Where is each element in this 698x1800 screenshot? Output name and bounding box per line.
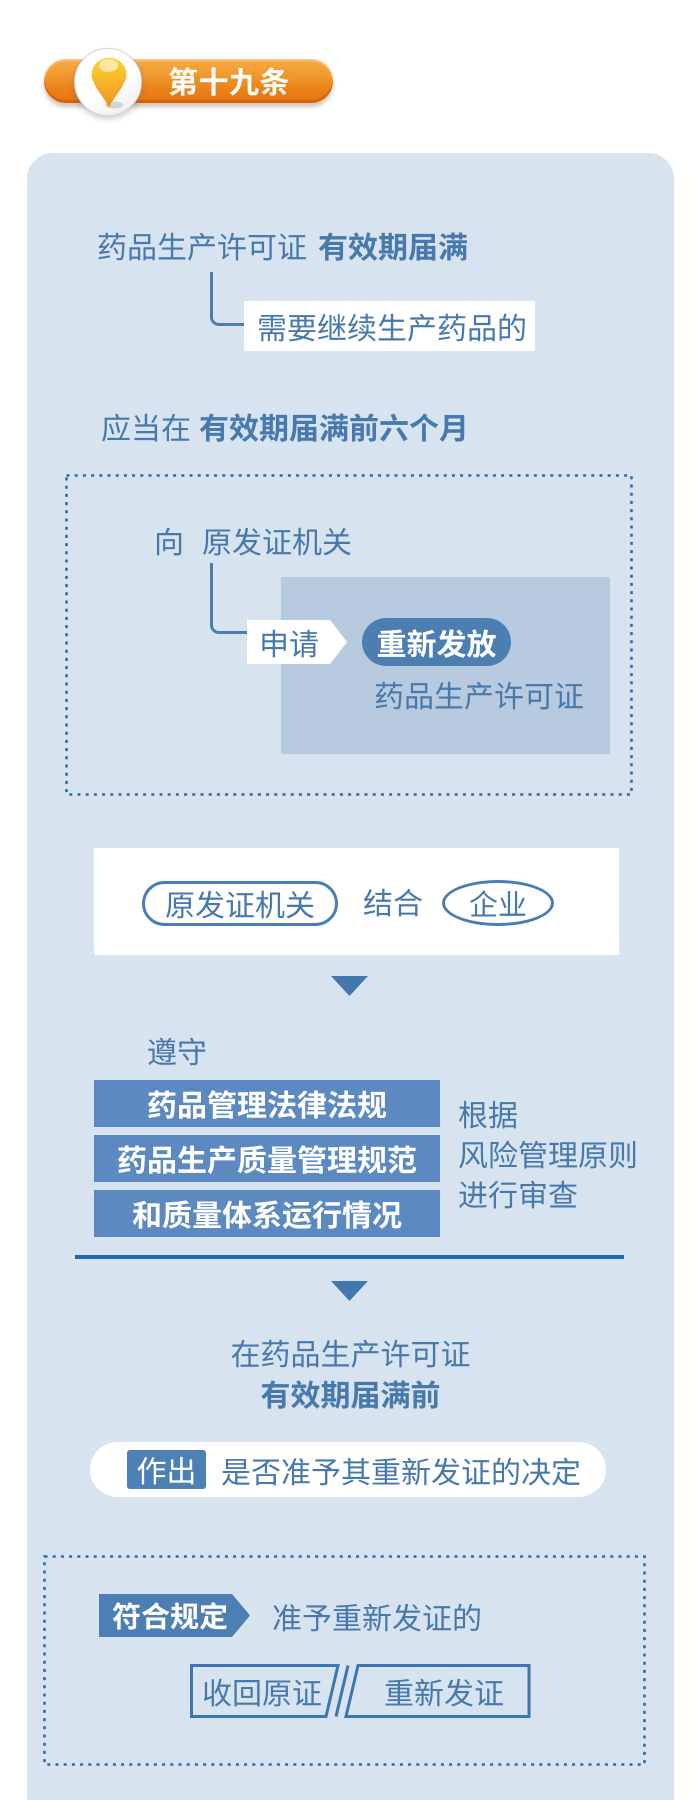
note-line3: 进行审查 — [458, 1171, 578, 1215]
authority-name: 原发证机关 — [202, 518, 352, 562]
down-arrow-icon — [331, 1281, 368, 1301]
to-label: 向 — [154, 518, 184, 562]
step1-subject: 药品生产许可证 — [97, 223, 307, 267]
outcome-dotted-box — [43, 1555, 646, 1766]
connector-elbow — [210, 272, 244, 326]
outcome-boxes — [190, 1664, 531, 1718]
comply-item: 药品管理法律法规 — [94, 1080, 440, 1127]
down-arrow-icon — [331, 976, 368, 996]
action1-box-label: 收回原证 — [202, 1669, 322, 1713]
decision-line1: 在药品生产许可证 — [230, 1330, 471, 1374]
comply-item: 药品生产质量管理规范 — [94, 1135, 440, 1182]
decision-text: 是否准予其重新发证的决定 — [221, 1448, 581, 1492]
article-badge-label: 第十九条 — [168, 58, 290, 102]
action2-box-label: 重新发证 — [384, 1669, 504, 1713]
reissue-object: 药品生产许可证 — [374, 672, 584, 716]
step2-text: 应当在有效期届满前六个月 — [101, 408, 469, 444]
condition-text: 准予重新发证的 — [272, 1594, 482, 1638]
step1-callout: 需要继续生产药品的 — [244, 301, 535, 351]
note-line2: 风险管理原则 — [458, 1131, 638, 1175]
divider-line — [75, 1255, 624, 1259]
decision-line2: 有效期届满前 — [260, 1371, 441, 1415]
enterprise-oval: 企业 — [442, 880, 554, 926]
step1-text: 药品生产许可证有效期届满 — [97, 227, 468, 263]
reissue-pill: 重新发放 — [362, 618, 511, 666]
step2-prefix: 应当在 — [101, 404, 191, 448]
review-note: 根据风险管理原则进行审查 — [458, 1093, 638, 1213]
make-tag: 作出 — [127, 1450, 206, 1489]
connector-elbow — [210, 563, 247, 634]
note-line1: 根据 — [458, 1091, 518, 1135]
step1-subject-bold: 有效期届满 — [318, 223, 468, 267]
step2-deadline: 有效期届满前六个月 — [199, 404, 469, 448]
apply-tag: 申请 — [247, 620, 347, 664]
location-pin-icon — [91, 57, 127, 109]
apply-target-text: 向原发证机关 — [154, 522, 352, 558]
condition-tag: 符合规定 — [99, 1594, 250, 1637]
comply-item: 和质量体系运行情况 — [94, 1190, 440, 1237]
apply-dotted-box — [65, 474, 633, 796]
comply-heading: 遵守 — [147, 1028, 207, 1072]
authority-pill: 原发证机关 — [142, 881, 338, 926]
review-connector: 结合 — [363, 879, 423, 923]
